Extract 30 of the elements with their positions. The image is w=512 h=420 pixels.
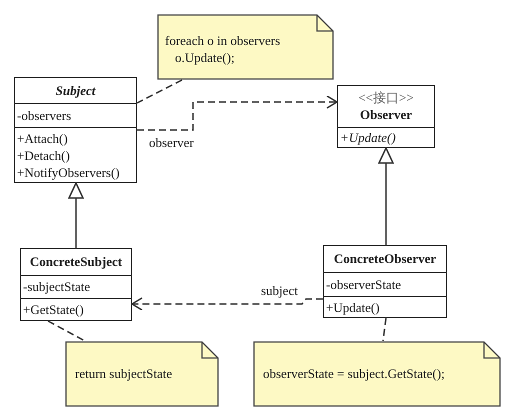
note-connector bbox=[48, 320, 86, 342]
attribute-text: -observers bbox=[16, 106, 72, 124]
class-name: ConcreteSubject bbox=[30, 253, 122, 270]
class-name: ConcreteObserver bbox=[334, 250, 436, 267]
arrow bbox=[137, 95, 338, 131]
note-connector bbox=[382, 318, 387, 342]
note-text: return subjectState bbox=[75, 365, 174, 382]
attribute-text: -subjectState bbox=[22, 278, 90, 295]
note-connector bbox=[136, 79, 182, 104]
method-text: +GetState() bbox=[22, 301, 84, 318]
note-text: observerState = subject.GetState(); bbox=[263, 365, 446, 382]
class-box bbox=[14, 77, 137, 183]
inheritance-arrow bbox=[68, 182, 84, 248]
class-name: Subject bbox=[56, 82, 96, 98]
class-box bbox=[323, 245, 447, 318]
method-text: +Update() bbox=[325, 298, 380, 316]
method-text: +NotifyObservers() bbox=[16, 164, 120, 180]
method-text: +Detach() bbox=[16, 146, 70, 164]
attribute-text: -observerState bbox=[325, 276, 402, 292]
edge-label: observer bbox=[148, 136, 195, 150]
method-text: +Attach() bbox=[16, 130, 68, 146]
note-text: foreach o in observers o.Update(); bbox=[165, 32, 282, 66]
edge-label: subject bbox=[260, 284, 299, 298]
class-box bbox=[337, 85, 435, 148]
inheritance-arrow bbox=[378, 147, 394, 245]
class-box bbox=[20, 248, 132, 321]
method-text: +Update() bbox=[339, 129, 396, 146]
stereotype-text: <<接口>> bbox=[358, 89, 414, 106]
arrow bbox=[131, 297, 323, 311]
class-name: Observer bbox=[360, 106, 412, 123]
